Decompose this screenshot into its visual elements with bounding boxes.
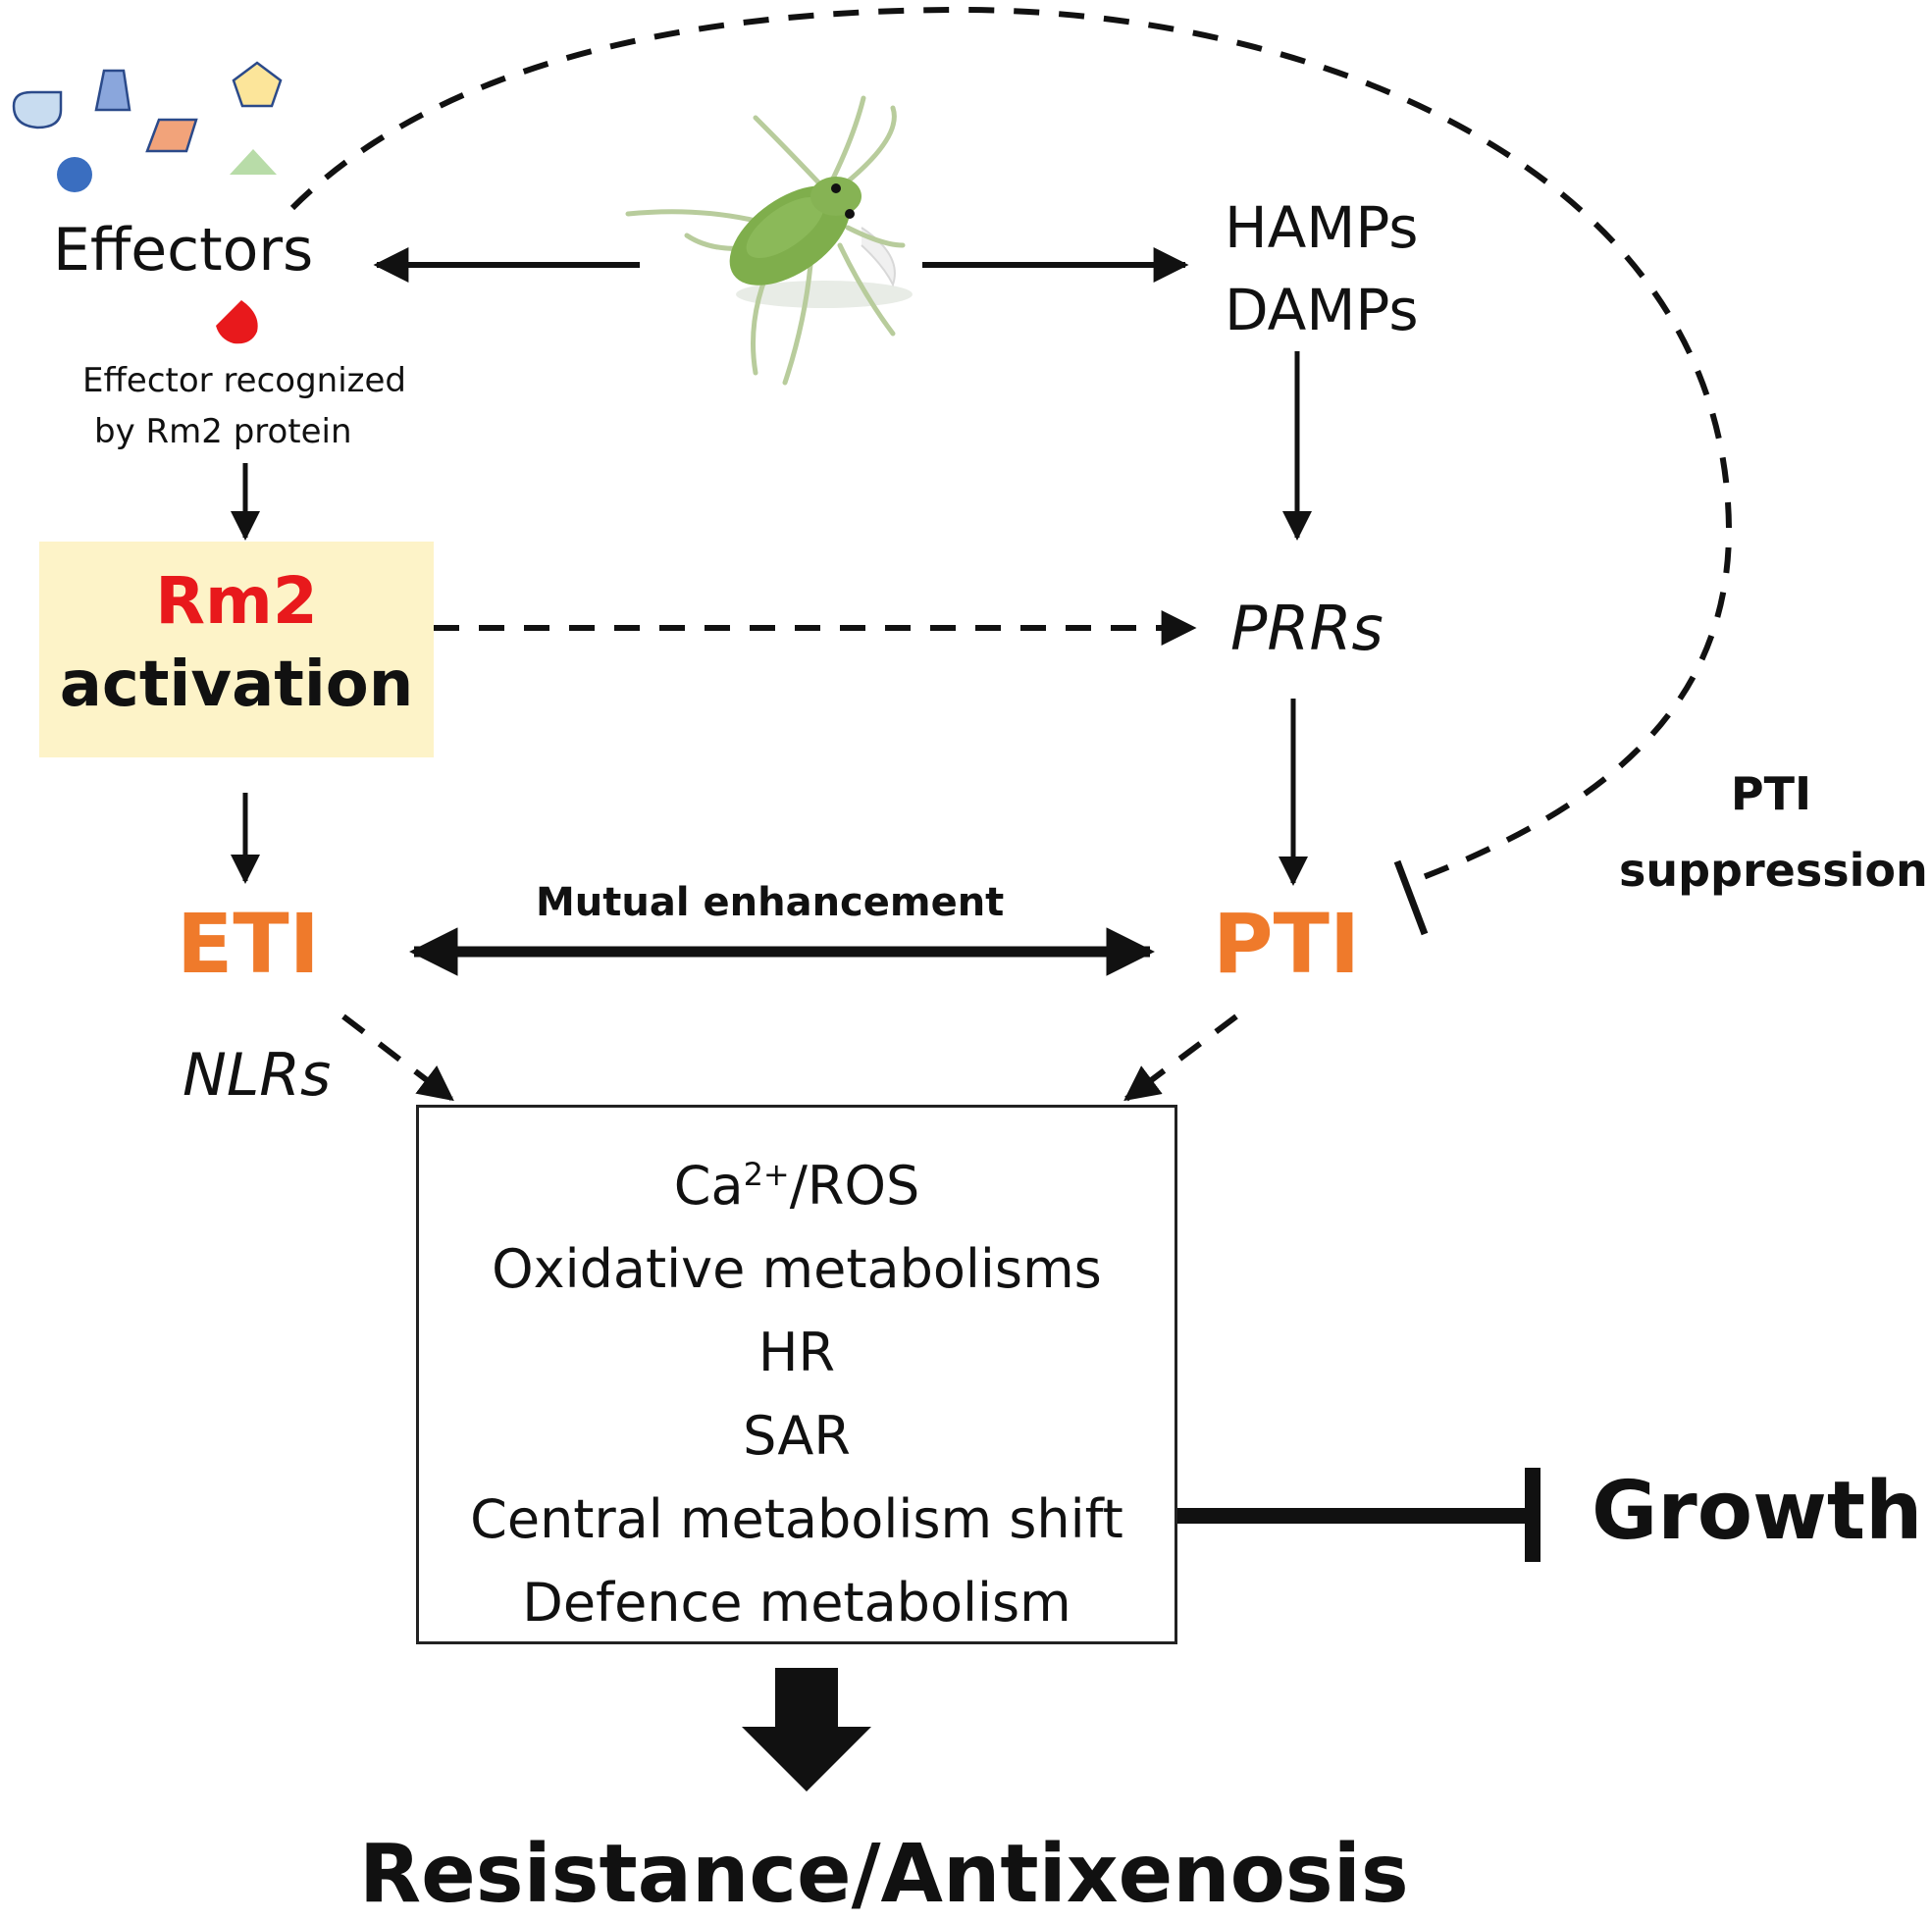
response-item: SAR <box>743 1405 851 1467</box>
eti-label: ETI <box>177 896 320 992</box>
pti-suppression-bar <box>1393 859 1429 936</box>
activation-label: activation <box>59 649 414 721</box>
arrow-pti-to-responses <box>1123 1013 1238 1102</box>
growth-label: Growth <box>1592 1465 1923 1558</box>
hamps-damps-label: HAMPs DAMPs <box>1225 194 1419 343</box>
mutual-enhancement-label: Mutual enhancement <box>536 880 1005 925</box>
recognized-effector-icon <box>216 300 258 344</box>
rm2-activation-box: Rm2 activation <box>39 542 434 757</box>
response-item: Defence metabolism <box>522 1572 1071 1634</box>
arrow-to-resistance <box>742 1668 871 1791</box>
ca-ros-line: Ca2+/ROS <box>673 1155 920 1217</box>
rm2-label: Rm2 <box>155 563 318 639</box>
prrs-label: PRRs <box>1230 593 1384 664</box>
nlrs-label: NLRs <box>183 1041 332 1110</box>
pti-label: PTI <box>1213 896 1361 992</box>
response-item: Oxidative metabolisms <box>492 1238 1102 1300</box>
arrow-eti-to-responses <box>341 1013 454 1102</box>
pti-suppression-label: PTI suppression <box>1619 767 1928 897</box>
resistance-label: Resistance/Antixenosis <box>359 1828 1409 1921</box>
response-item: Central metabolism shift <box>470 1488 1123 1550</box>
effector-recognized-label: Effector recognized by Rm2 protein <box>82 361 407 451</box>
defence-responses-box: Ca2+/ROS Oxidative metabolisms HR SAR Ce… <box>416 1105 1177 1644</box>
effector-shapes-icon <box>12 61 283 192</box>
aphid-icon <box>625 95 913 386</box>
effectors-label: Effectors <box>53 216 314 285</box>
pti-suppression-curve <box>289 6 1733 884</box>
response-item: HR <box>757 1322 836 1383</box>
